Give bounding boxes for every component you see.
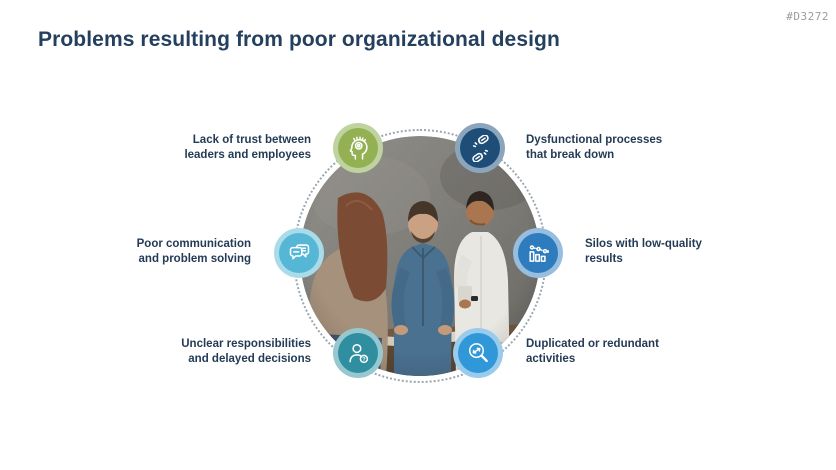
label-line: leaders and employees — [184, 149, 311, 161]
label-processes: Dysfunctional processes that break down — [526, 133, 738, 163]
label-line: and delayed decisions — [188, 353, 311, 365]
icon-core — [460, 128, 500, 168]
label-line: activities — [526, 353, 576, 365]
template-code: #D3272 — [786, 10, 829, 23]
magnifier-arrows-icon — [453, 328, 503, 378]
icon-core — [279, 233, 319, 273]
icon-core — [518, 233, 558, 273]
mind-gear-icon — [333, 123, 383, 173]
svg-text:?: ? — [362, 356, 365, 362]
label-trust: Lack of trust between leaders and employ… — [105, 133, 311, 163]
label-silos: Silos with low-quality results — [585, 237, 785, 267]
label-line: that break down — [526, 149, 615, 161]
label-responsibilities: Unclear responsibilities and delayed dec… — [105, 337, 311, 367]
speech-bubbles-icon — [274, 228, 324, 278]
declining-chart-icon — [513, 228, 563, 278]
broken-chain-icon — [455, 123, 505, 173]
label-line: Silos with low-quality — [585, 238, 702, 250]
icon-core — [458, 333, 498, 373]
label-line: results — [585, 253, 623, 265]
label-duplication: Duplicated or redundant activities — [526, 337, 738, 367]
icon-core: ? — [338, 333, 378, 373]
label-line: Dysfunctional processes — [526, 134, 663, 146]
page-title: Problems resulting from poor organizatio… — [38, 28, 560, 51]
label-line: Poor communication — [136, 238, 251, 250]
label-line: Unclear responsibilities — [181, 338, 311, 350]
icon-core — [338, 128, 378, 168]
label-line: and problem solving — [138, 253, 251, 265]
label-communication: Poor communication and problem solving — [45, 237, 251, 267]
person-question-icon: ? — [333, 328, 383, 378]
label-line: Lack of trust between — [192, 134, 311, 146]
label-line: Duplicated or redundant — [526, 338, 659, 350]
